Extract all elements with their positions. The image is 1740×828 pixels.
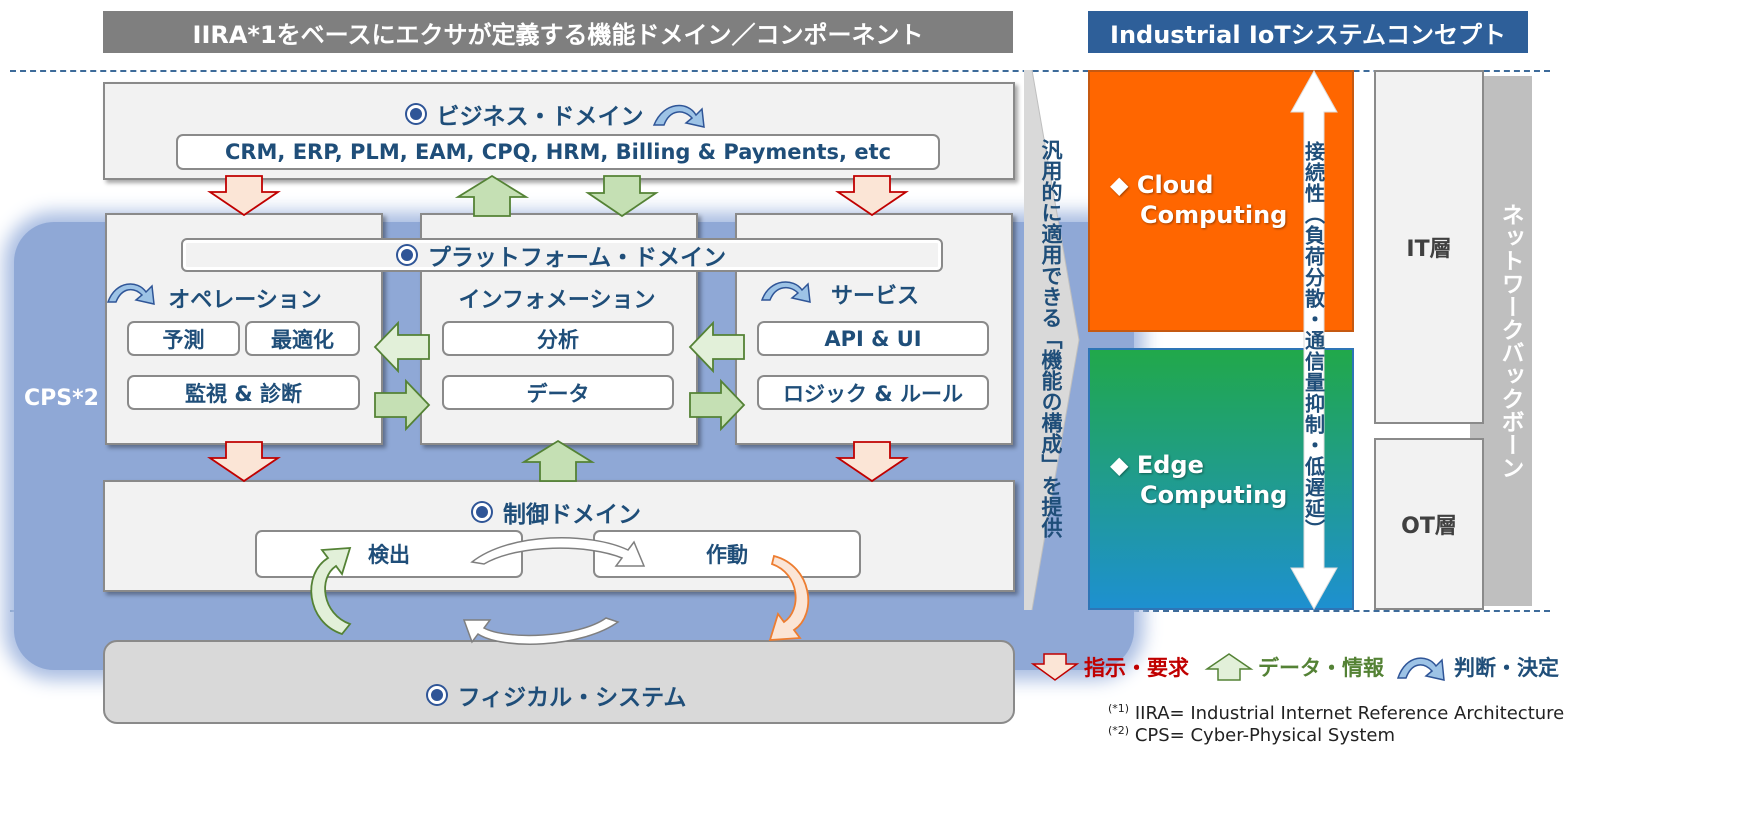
orange-curved-arrow-icon [768,554,810,641]
cycle-arrow-icon [470,536,646,567]
footnote-text: IIRA= Industrial Internet Reference Arch… [1134,703,1565,724]
ot-layer-box: OT層 [1374,438,1484,610]
data-arrow-up-icon [454,174,530,217]
edge-computing-label: ◆ Edge Computing [1110,450,1287,510]
request-arrow-icon [1030,653,1080,681]
decision-arrow-icon [1396,657,1445,681]
cloud-line1: Cloud [1136,171,1214,199]
it-layer-box: IT層 [1374,70,1484,424]
legend-decision: 判断・決定 [1396,652,1559,682]
business-domain-label: ビジネス・ドメイン [436,104,644,130]
diamond-icon: ◆ [1110,171,1129,199]
service-item-logic: ロジック & ルール [757,375,989,410]
green-curved-arrow-icon [310,547,352,636]
decision-arrow-icon [106,283,155,305]
request-arrow-icon [835,441,909,483]
physical-system-title: フィジカル・システム [103,678,1011,712]
data-arrow-left-icon [373,320,430,374]
operation-title: オペレーション [168,288,322,313]
chevron-arrow-shape [1024,69,1080,611]
control-domain-label: 制御ドメイン [503,502,641,528]
connectivity-label: 接続性（負荷分散・通信量抑制・低遅延） [1301,140,1326,540]
it-layer-label: IT層 [1406,237,1452,262]
data-arrow-right-icon [374,378,431,432]
bullet-icon [427,686,446,704]
business-domain-title: ビジネス・ドメイン [103,96,1013,132]
legend-request-label: 指示・要求 [1084,656,1189,680]
cycle-arrow-icon [462,617,620,645]
footnote-text: CPS= Cyber-Physical System [1134,725,1396,746]
legend-data: データ・情報 [1204,652,1384,682]
data-arrow-up-icon [1204,653,1254,681]
control-domain-title: 制御ドメイン [103,496,1011,528]
diamond-icon: ◆ [1110,451,1129,479]
legend-decision-label: 判断・決定 [1454,656,1559,680]
generic-note: 汎用的に適用できる「機能の構成」を提供 [1039,138,1063,538]
business-apps: CRM, ERP, PLM, EAM, CPQ, HRM, Billing & … [176,134,940,170]
left-header-title: IIRA*1をベースにエクサが定義する機能ドメイン／コンポーネント [103,11,1013,53]
operation-item-predict: 予測 [127,321,240,356]
data-arrow-up-icon [520,439,596,482]
operation-item-monitor: 監視 & 診断 [127,375,360,410]
data-arrow-left-icon [688,320,745,374]
decision-arrow-icon [760,281,811,303]
request-arrow-icon [207,175,281,217]
top-dashed-line [10,70,1550,72]
bullet-icon [397,246,416,264]
cloud-computing-label: ◆ Cloud Computing [1110,170,1287,230]
connectivity-double-arrow-icon [1290,69,1338,611]
platform-domain-label: プラットフォーム・ドメイン [427,245,727,271]
legend-request: 指示・要求 [1030,652,1189,682]
bullet-icon [406,105,425,123]
information-item-data: データ [442,375,674,410]
request-arrow-icon [207,441,281,483]
edge-line1: Edge [1136,451,1204,479]
cps-label: CPS*2 [24,386,99,411]
footnote-mark: (*2) [1108,724,1130,737]
platform-domain-bar: プラットフォーム・ドメイン [181,238,943,272]
information-title: インフォメーション [458,288,656,313]
footnote-cps: (*2) CPS= Cyber-Physical System [1108,724,1395,746]
data-arrow-right-icon [689,378,746,432]
cloud-line2: Computing [1140,201,1288,229]
edge-line2: Computing [1140,481,1288,509]
right-header-title: Industrial IoTシステムコンセプト [1088,11,1528,53]
data-arrow-down-icon [585,175,659,218]
decision-arrow-icon [652,104,705,128]
service-item-api: API & UI [757,321,989,356]
information-item-analysis: 分析 [442,321,674,356]
operation-item-optimize: 最適化 [245,321,360,356]
service-title: サービス [830,284,919,309]
ot-layer-label: OT層 [1401,514,1457,539]
footnote-mark: (*1) [1108,702,1130,715]
backbone-label: ネットワークバックボーン [1497,203,1523,479]
bullet-icon [473,503,491,521]
footnote-iira: (*1) IIRA= Industrial Internet Reference… [1108,702,1564,724]
request-arrow-icon [835,175,909,217]
legend-data-label: データ・情報 [1258,656,1384,680]
control-item-detect: 検出 [255,530,523,578]
physical-system-label: フィジカル・システム [457,685,687,711]
